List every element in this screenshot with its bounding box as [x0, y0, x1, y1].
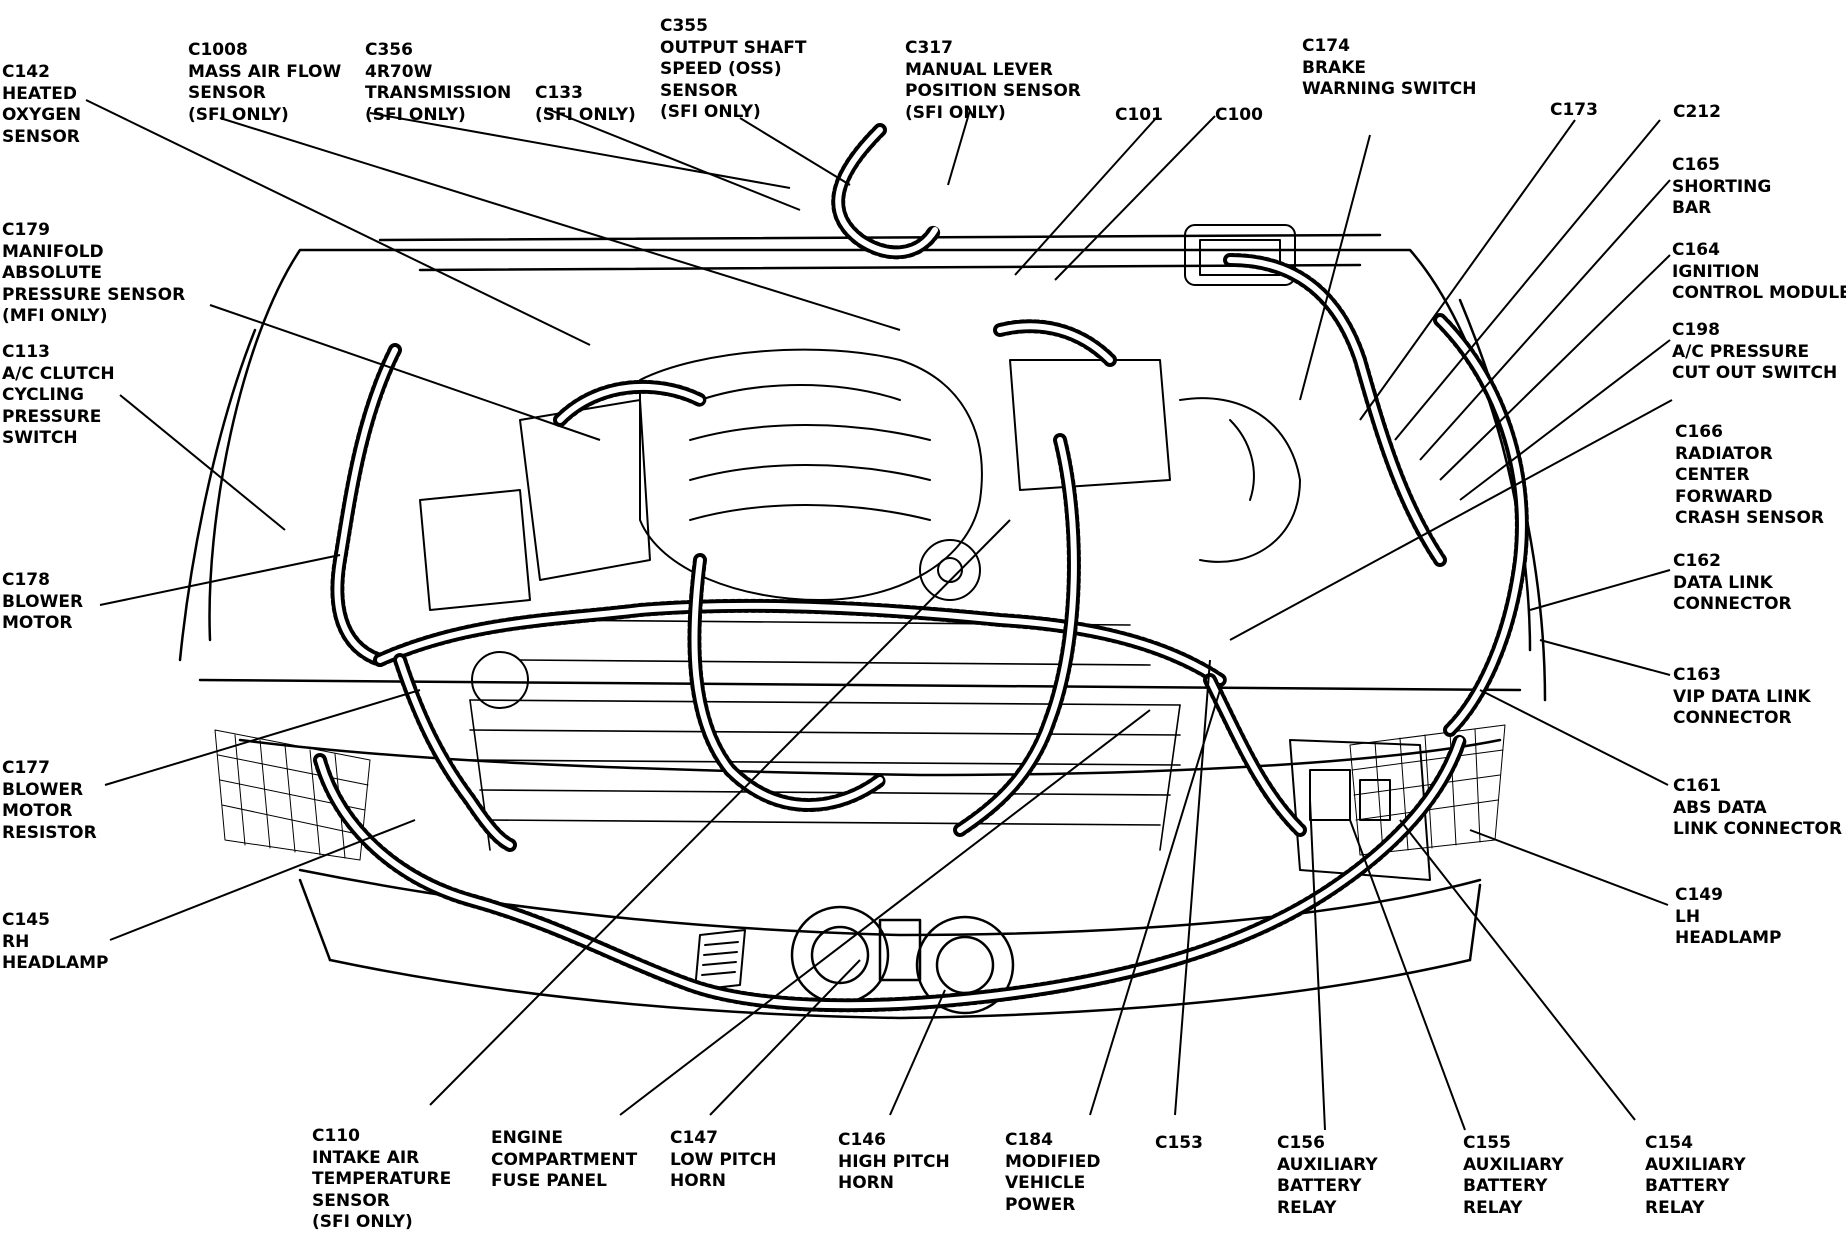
callout-c179: C179 MANIFOLD ABSOLUTE PRESSURE SENSOR (… — [2, 220, 186, 326]
callout-c198: C198 A/C PRESSURE CUT OUT SWITCH — [1672, 320, 1838, 383]
callout-c147: C147 LOW PITCH HORN — [670, 1128, 777, 1191]
callout-c166: C166 RADIATOR CENTER FORWARD CRASH SENSO… — [1675, 422, 1824, 528]
callout-c156: C156 AUXILIARY BATTERY RELAY — [1277, 1133, 1378, 1218]
callout-c173: C173 — [1550, 100, 1598, 120]
fuse-panel — [694, 929, 746, 991]
callout-c355: C355 OUTPUT SHAFT SPEED (OSS) SENSOR (SF… — [660, 16, 807, 122]
callout-c145: C145 RH HEADLAMP — [2, 910, 109, 973]
callout-c163: C163 VIP DATA LINK CONNECTOR — [1673, 665, 1811, 728]
callout-c178: C178 BLOWER MOTOR — [2, 570, 84, 633]
callout-c100: C100 — [1215, 105, 1263, 125]
callout-c149: C149 LH HEADLAMP — [1675, 885, 1782, 948]
callout-c142: C142 HEATED OXYGEN SENSOR — [2, 62, 82, 147]
callout-c212: C212 — [1673, 102, 1721, 122]
callout-c154: C154 AUXILIARY BATTERY RELAY — [1645, 1133, 1746, 1218]
callout-c146: C146 HIGH PITCH HORN — [838, 1130, 950, 1193]
callout-c317: C317 MANUAL LEVER POSITION SENSOR (SFI O… — [905, 38, 1081, 123]
engine-block — [419, 224, 1301, 709]
callout-c155: C155 AUXILIARY BATTERY RELAY — [1463, 1133, 1564, 1218]
rh-headlamp-grid — [214, 729, 371, 861]
callout-c164: C164 IGNITION CONTROL MODULE — [1672, 240, 1846, 303]
callout-c110: C110 INTAKE AIR TEMPERATURE SENSOR (SFI … — [312, 1126, 452, 1232]
callout-c356: C356 4R70W TRANSMISSION (SFI ONLY) — [365, 40, 512, 125]
callout-leader-lines — [85, 99, 1673, 1131]
callout-c161: C161 ABS DATA LINK CONNECTOR — [1673, 776, 1843, 839]
callout-c101: C101 — [1115, 105, 1163, 125]
wiring-harness — [313, 123, 1529, 1013]
callout-c177: C177 BLOWER MOTOR RESISTOR — [2, 758, 97, 843]
callout-c153: C153 — [1155, 1133, 1203, 1153]
radiator-grille — [469, 619, 1181, 851]
callout-c174: C174 BRAKE WARNING SWITCH — [1302, 36, 1477, 99]
callout-fuse-panel: ENGINE COMPARTMENT FUSE PANEL — [491, 1128, 638, 1191]
callout-c113: C113 A/C CLUTCH CYCLING PRESSURE SWITCH — [2, 342, 115, 448]
callout-c184: C184 MODIFIED VEHICLE POWER — [1005, 1130, 1101, 1215]
callout-c162: C162 DATA LINK CONNECTOR — [1673, 551, 1792, 614]
callout-c1008: C1008 MASS AIR FLOW SENSOR (SFI ONLY) — [188, 40, 342, 125]
horns — [790, 905, 1015, 1015]
callout-c133: C133 (SFI ONLY) — [535, 83, 636, 125]
callout-c165: C165 SHORTING BAR — [1672, 155, 1772, 218]
